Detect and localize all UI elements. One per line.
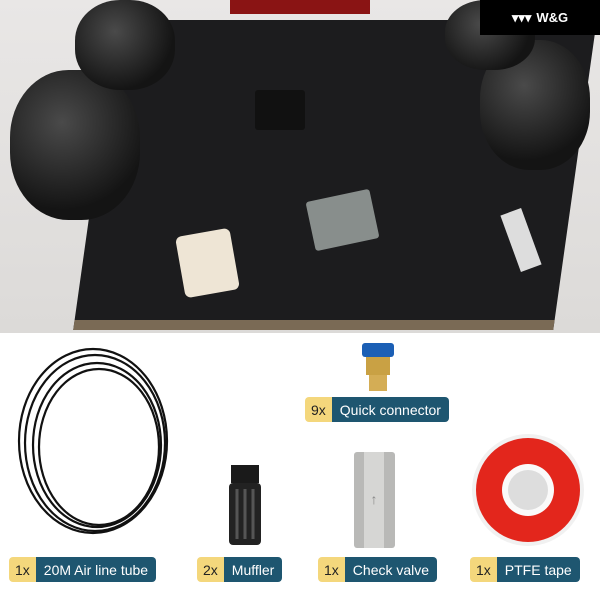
quick-connector-image — [362, 343, 394, 391]
muffler-image — [229, 465, 261, 545]
svg-text:↑: ↑ — [371, 491, 378, 507]
air-line-tube-image — [17, 347, 169, 535]
brand-logo: ▾▾▾W&G — [480, 0, 600, 35]
logo-icon: ▾▾▾ — [511, 9, 532, 25]
product-photo — [0, 0, 600, 333]
compressor — [230, 0, 370, 14]
check-valve-image: ↑ — [354, 452, 395, 548]
air-bag — [75, 0, 175, 90]
valve-block — [255, 90, 305, 130]
ptfe-tape-image — [472, 434, 584, 546]
air-bag — [10, 70, 140, 220]
remote-display — [175, 227, 240, 299]
